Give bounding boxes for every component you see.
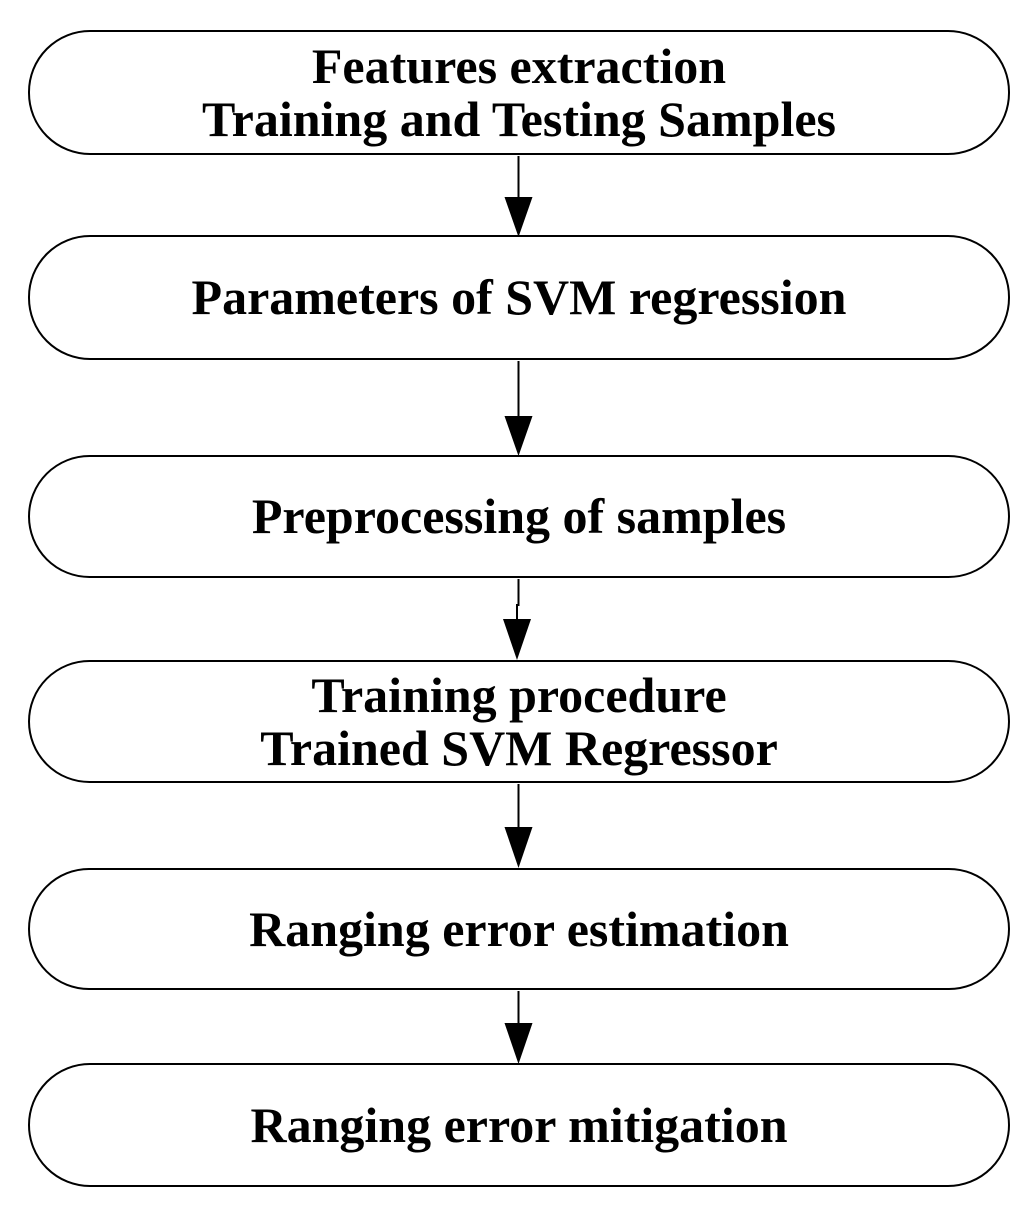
node-label-line: Preprocessing of samples [251, 488, 787, 544]
arrowhead-icon [504, 416, 533, 456]
node-label-line: Training and Testing Samples [201, 90, 836, 147]
node-ranging-error-estimation: Ranging error estimation [28, 868, 1010, 990]
node-label-line: Ranging error estimation [249, 900, 789, 957]
arrowhead-icon [504, 827, 533, 868]
connector-arrow-1 [504, 156, 533, 237]
connector-arrow-5 [504, 991, 533, 1064]
node-label-line: Ranging error mitigation [250, 1096, 788, 1153]
node-ranging-error-mitigation: Ranging error mitigation [28, 1063, 1010, 1187]
connector-arrow-3 [503, 579, 531, 660]
node-label-line: Trained SVM Regressor [260, 719, 778, 776]
node-features-extraction: Features extraction Training and Testing… [28, 30, 1010, 155]
connector-arrow-2 [504, 361, 533, 456]
connector-arrow-4 [504, 784, 533, 868]
node-label-line: Training procedure [311, 666, 727, 723]
node-preprocessing-of-samples: Preprocessing of samples [28, 455, 1010, 578]
arrowhead-icon [504, 1023, 533, 1064]
node-label-line: Features extraction [311, 37, 727, 94]
arrowhead-icon [503, 619, 531, 660]
node-label-line: Parameters of SVM regression [191, 269, 847, 325]
node-svm-regression-parameters: Parameters of SVM regression [28, 235, 1010, 360]
connector-line [516, 579, 520, 619]
arrowhead-icon [504, 197, 533, 237]
node-training-procedure: Training procedure Trained SVM Regressor [28, 660, 1010, 783]
